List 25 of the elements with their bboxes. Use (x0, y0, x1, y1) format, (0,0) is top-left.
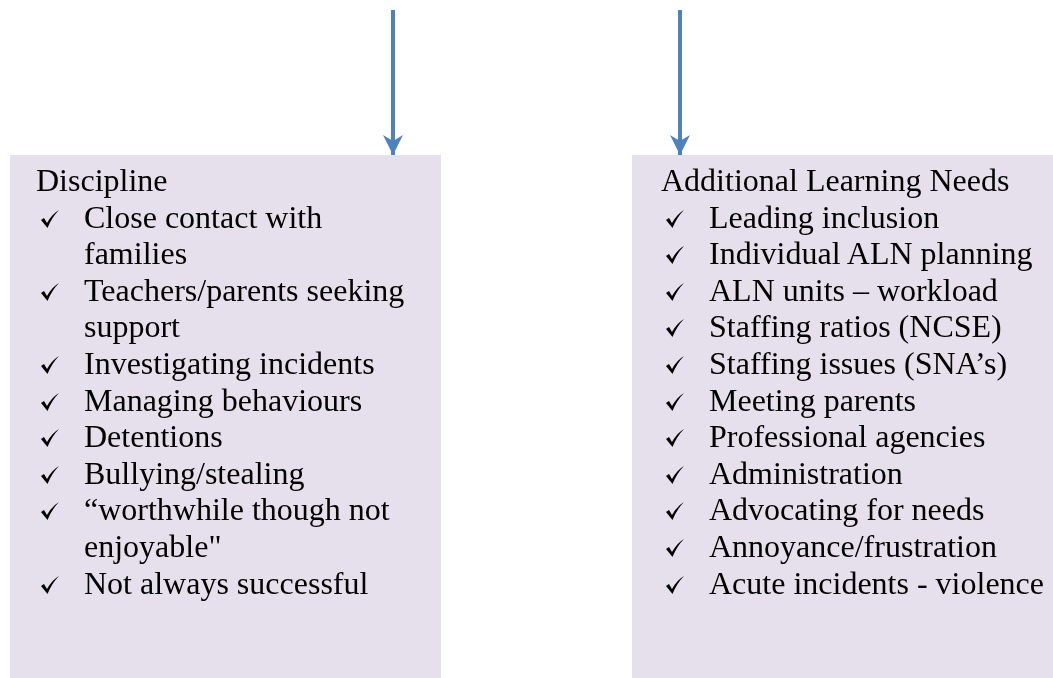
list-item: Teachers/parents seeking support (84, 271, 406, 345)
arrow (383, 10, 403, 155)
list-item: Annoyance/frustration (709, 527, 998, 565)
list-item: Meeting parents (709, 381, 918, 419)
list-item: Not always successful (84, 564, 370, 602)
list-item: Acute incidents - violence (709, 564, 1045, 602)
box-heading: Discipline (36, 162, 169, 199)
list-item: ALN units – workload (709, 271, 999, 309)
list-item: Staffing issues (SNA’s) (709, 344, 1009, 382)
box-heading: Additional Learning Needs (661, 162, 1011, 199)
list-item: Detentions (84, 418, 224, 455)
arrow (670, 10, 690, 155)
list-item: Bullying/stealing (84, 454, 306, 492)
list-item: Leading inclusion (709, 198, 941, 236)
list-item: Professional agencies (709, 418, 987, 455)
list-item: Close contact with families (84, 198, 324, 272)
list-item: Individual ALN planning (709, 235, 1034, 272)
list-item: “worthwhile though not enjoyable" (84, 491, 391, 565)
text-box (10, 155, 441, 678)
text-box (632, 155, 1053, 678)
list-item: Advocating for needs (709, 491, 986, 528)
list-item: Managing behaviours (84, 381, 364, 419)
list-item: Investigating incidents (84, 344, 376, 382)
list-item: Staffing ratios (NCSE) (709, 308, 1003, 345)
list-item: Administration (709, 454, 904, 492)
